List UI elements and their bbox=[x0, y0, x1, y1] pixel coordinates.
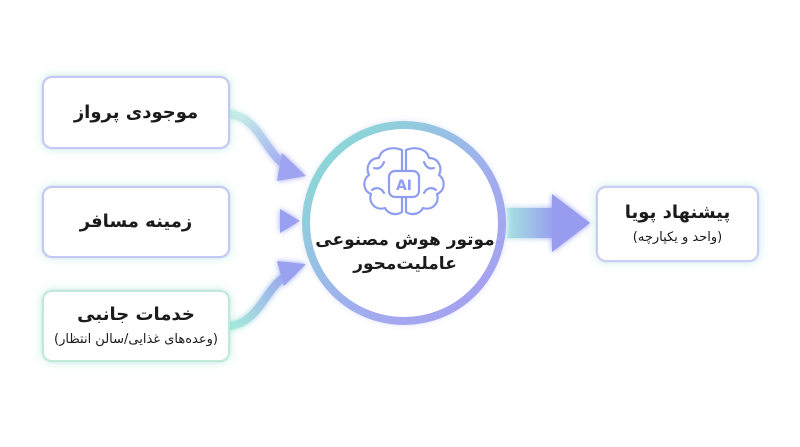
ancillary-services-label: خدمات جانبی bbox=[77, 304, 195, 325]
ai-engine-circle bbox=[300, 119, 508, 327]
ai-badge-label: AI bbox=[396, 178, 412, 194]
input-box-passenger-context: زمینه مسافر bbox=[42, 186, 230, 258]
input-box-flight-inventory: موجودی پرواز bbox=[42, 76, 230, 149]
dynamic-offer-sublabel: (واحد و یکپارچه) bbox=[632, 230, 723, 245]
ancillary-services-sublabel: (وعده‌های غذایی/سالن انتظار) bbox=[54, 332, 218, 347]
brain-icon bbox=[363, 147, 445, 216]
arrow-profile-to-engine bbox=[226, 209, 300, 233]
flight-inventory-label: موجودی پرواز bbox=[73, 101, 199, 123]
output-box-dynamic-offer: پیشنهاد پویا (واحد و یکپارچه) bbox=[596, 186, 759, 262]
ai-engine-line1: موتور هوش مصنوعی bbox=[315, 230, 495, 250]
arrow-services-to-engine bbox=[226, 261, 306, 330]
ai-engine-label: موتور هوش مصنوعی عاملیت‌محور bbox=[310, 228, 500, 276]
dynamic-offer-label: پیشنهاد پویا bbox=[624, 202, 731, 223]
arrow-flight-to-engine bbox=[226, 110, 306, 181]
input-box-ancillary-services: خدمات جانبی (وعده‌های غذایی/سالن انتظار) bbox=[42, 290, 230, 362]
ai-engine-line2: عاملیت‌محور bbox=[353, 254, 457, 274]
passenger-context-label: زمینه مسافر bbox=[79, 211, 193, 232]
arrow-engine-to-offer bbox=[500, 194, 590, 252]
